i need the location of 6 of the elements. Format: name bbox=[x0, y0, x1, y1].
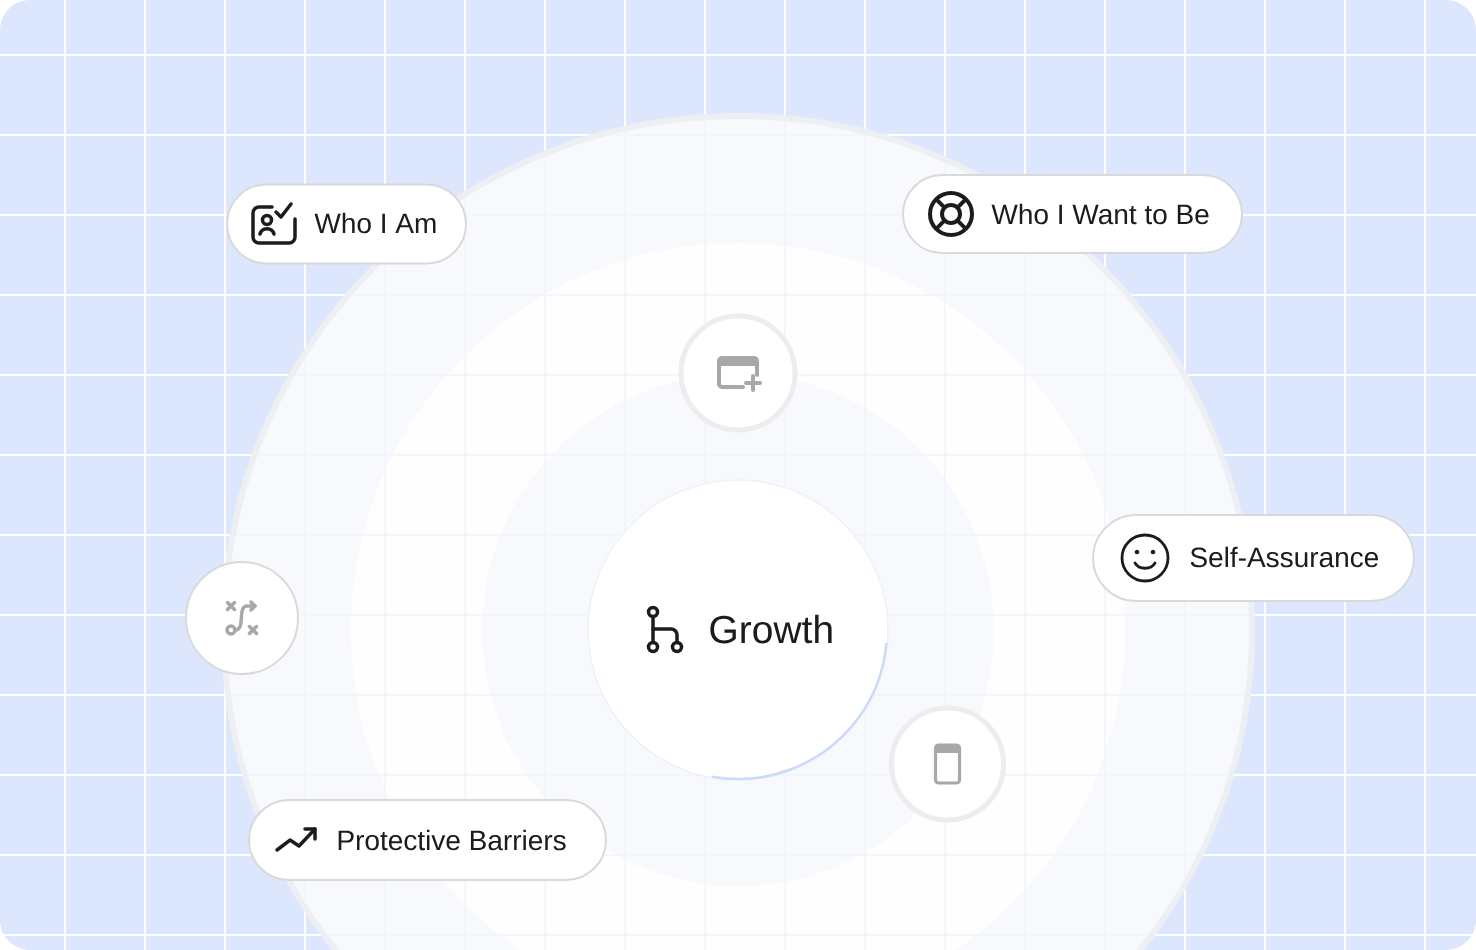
label-pill: Who I Want to Be bbox=[902, 174, 1243, 254]
label-pill: Self-Assurance bbox=[1092, 514, 1415, 602]
icon-circle bbox=[185, 561, 299, 675]
label-pill: Protective Barriers bbox=[248, 799, 607, 881]
icon-circle bbox=[889, 705, 1006, 823]
icon-circle bbox=[678, 313, 798, 433]
